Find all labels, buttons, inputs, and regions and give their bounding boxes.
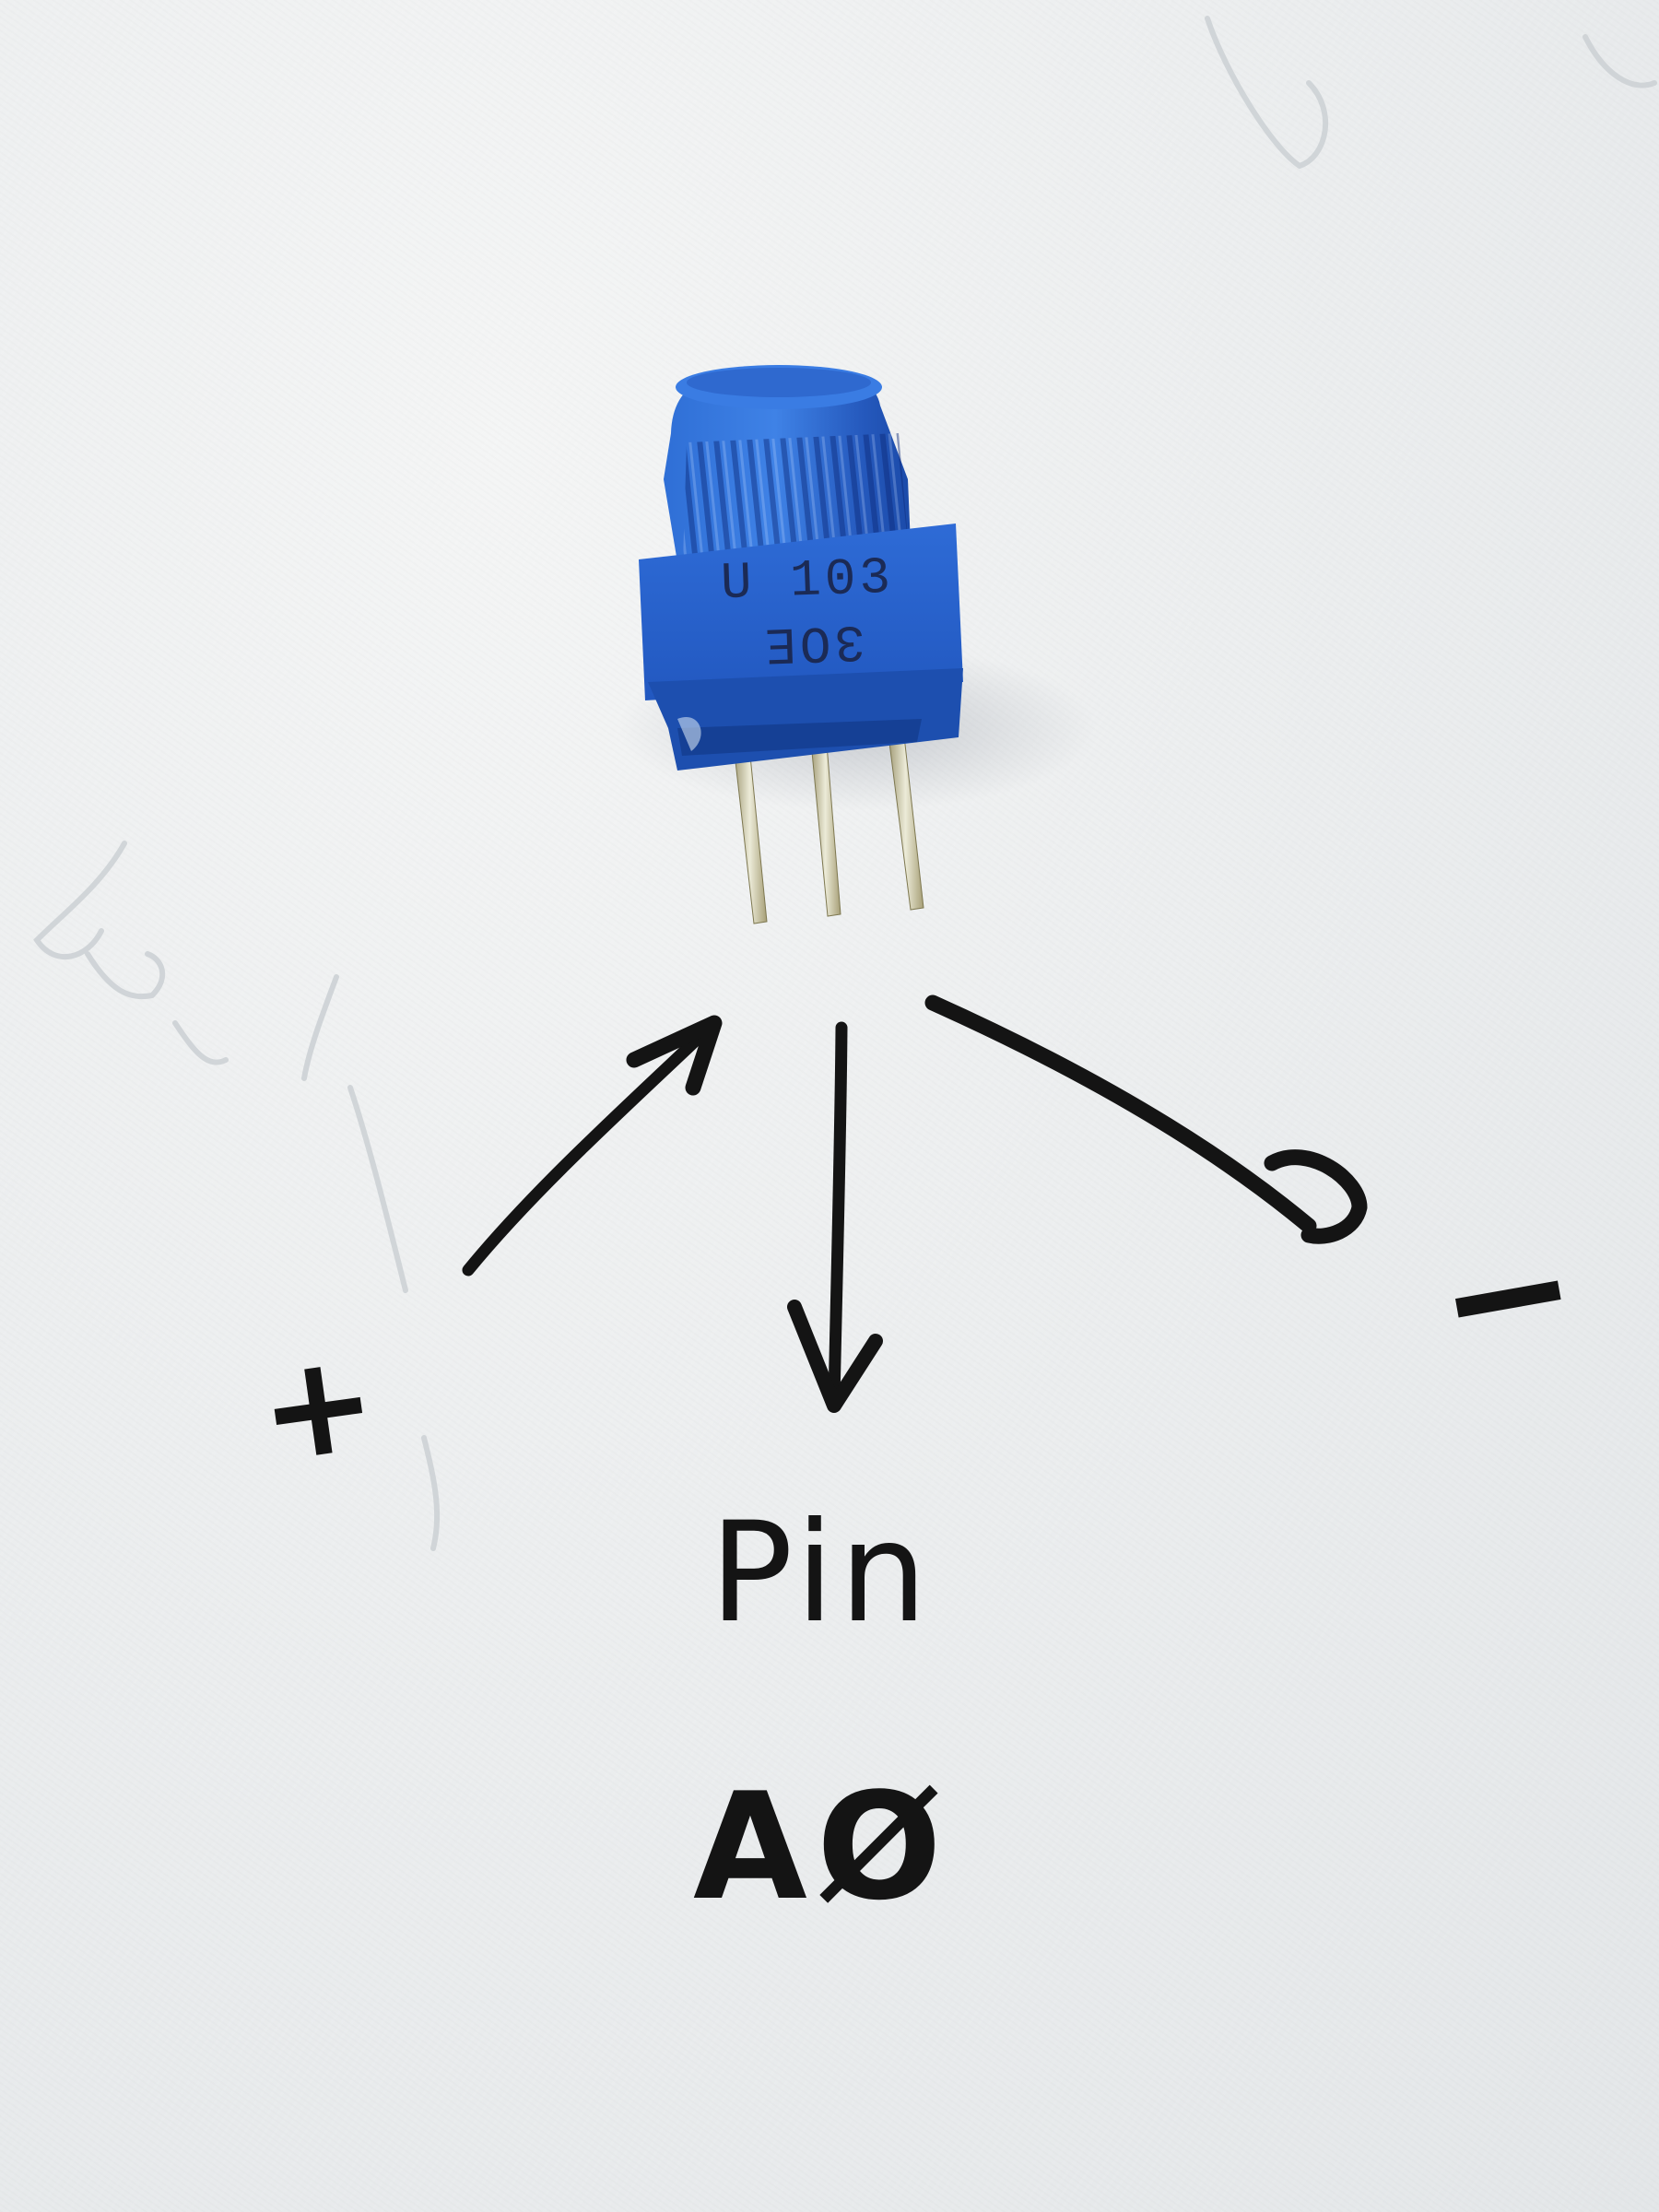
arrow-right-icon	[924, 994, 1368, 1244]
pin-label: Pin	[710, 1493, 933, 1653]
arrow-down-middle-icon	[787, 1021, 883, 1413]
arrow-up-left-icon	[462, 1015, 723, 1277]
positive-label: +	[249, 1320, 387, 1495]
faint-pencil-marks	[33, 16, 1657, 1551]
potentiometer-body	[639, 524, 963, 771]
analog-pin-label: AØ	[693, 1760, 951, 1933]
